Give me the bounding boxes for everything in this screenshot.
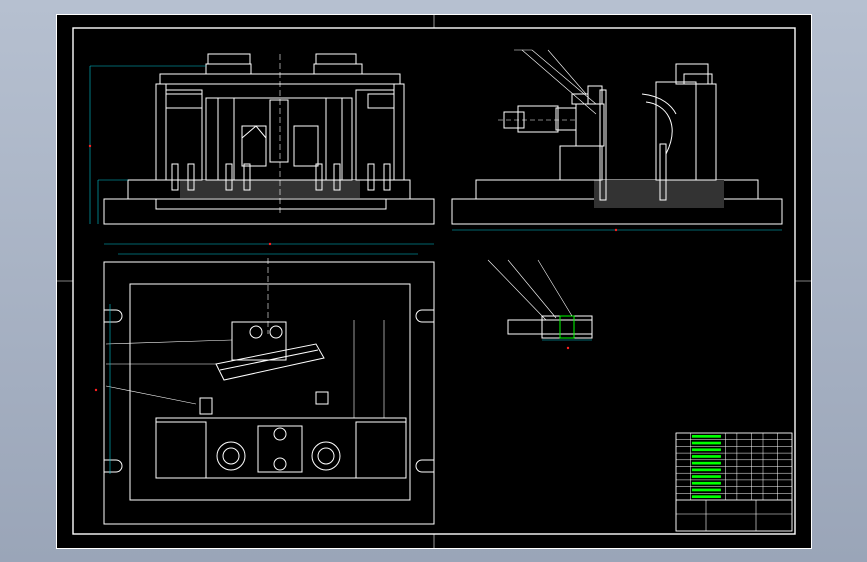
detail-view xyxy=(487,259,593,350)
parts-list-entry xyxy=(691,488,721,492)
parts-list-entry xyxy=(691,441,721,445)
parts-list-entry xyxy=(691,461,721,465)
parts-list-entry xyxy=(691,475,721,478)
drawing-sheet xyxy=(56,14,812,549)
side-elevation-view xyxy=(451,49,783,232)
parts-list-entry xyxy=(691,481,721,485)
parts-list-entry xyxy=(691,455,721,458)
cad-drawing xyxy=(56,14,812,549)
parts-list xyxy=(675,432,793,501)
parts-list-entry xyxy=(691,435,721,438)
title-block xyxy=(675,432,793,532)
parts-list-entry xyxy=(691,448,721,452)
parts-list-entry xyxy=(691,468,721,472)
front-elevation-view xyxy=(88,53,435,225)
plan-view xyxy=(94,242,435,525)
parts-list-entry xyxy=(691,495,721,498)
